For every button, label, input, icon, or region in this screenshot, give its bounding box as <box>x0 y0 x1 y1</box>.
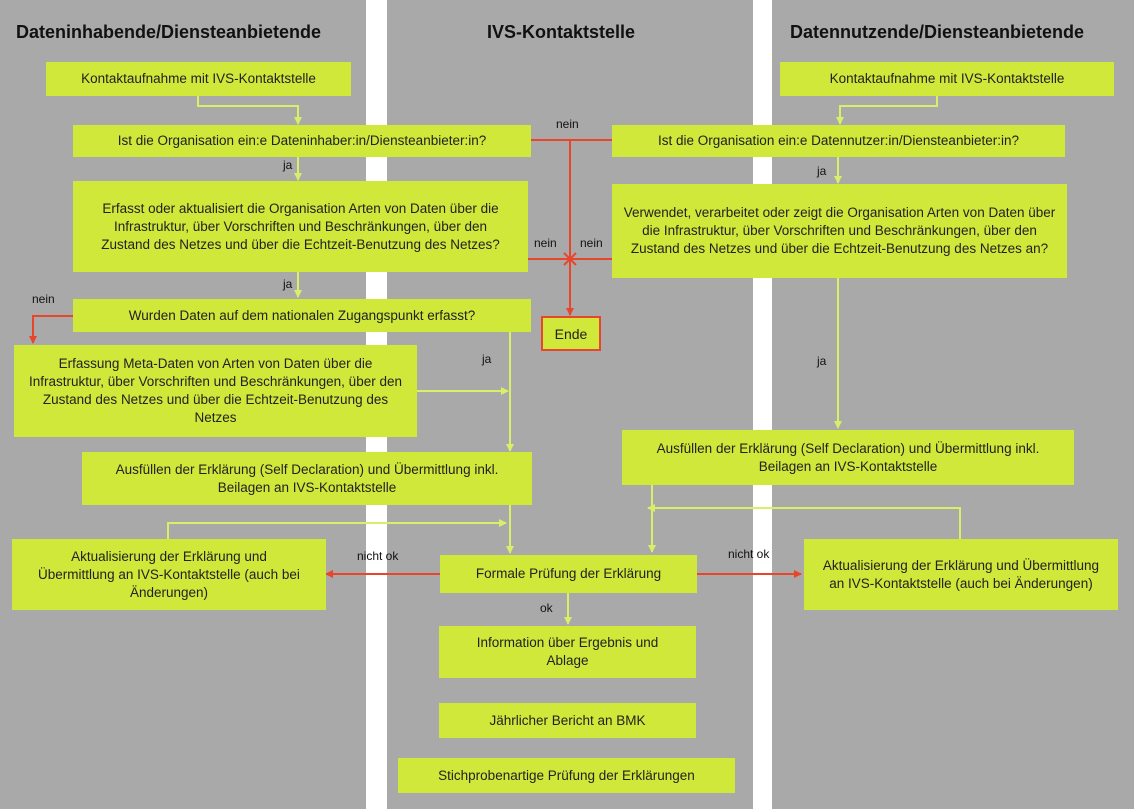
edge-label-yes-right-1: ja <box>817 164 827 178</box>
end-box: Ende <box>541 316 601 351</box>
sample-check-box: Stichprobenartige Prüfung der Erklärunge… <box>398 758 735 793</box>
edge-label-yes-right-2: ja <box>817 354 827 368</box>
declaration-right-box: Ausfüllen der Erklärung (Self Declaratio… <box>622 430 1074 485</box>
nap-question-box: Wurden Daten auf dem nationalen Zugangsp… <box>73 299 531 332</box>
owner-question-box: Ist die Organisation ein:e Dateninhaber:… <box>73 125 531 157</box>
edge-label-no-right-types: nein <box>580 236 603 250</box>
data-types-question-left-box: Erfasst oder aktualisiert die Organisati… <box>73 181 528 272</box>
update-right-box: Aktualisierung der Erklärung und Übermit… <box>804 539 1118 610</box>
edge-label-not-ok-left: nicht ok <box>357 549 399 563</box>
user-question-box: Ist die Organisation ein:e Datennutzer:i… <box>612 125 1065 157</box>
lane-title-right: Datennutzende/Diensteanbietende <box>790 22 1085 42</box>
declaration-left-box: Ausfüllen der Erklärung (Self Declaratio… <box>82 452 532 505</box>
edge-label-no-nap: nein <box>32 292 55 306</box>
edge-label-yes-nap: ja <box>482 352 492 366</box>
edge-label-yes-left-1: ja <box>283 158 293 172</box>
result-box: Information über Ergebnis und Ablage <box>439 626 696 678</box>
data-types-question-right-box: Verwendet, verarbeitet oder zeigt die Or… <box>612 184 1067 278</box>
metadata-box: Erfassung Meta-Daten von Arten von Daten… <box>14 345 417 437</box>
annual-report-box: Jährlicher Bericht an BMK <box>439 703 696 738</box>
edge-label-not-ok-right: nicht ok <box>728 547 770 561</box>
contact-right-box: Kontaktaufnahme mit IVS-Kontaktstelle <box>780 62 1114 96</box>
edge-label-no-top: nein <box>556 117 579 131</box>
update-left-box: Aktualisierung der Erklärung und Übermit… <box>12 539 326 610</box>
edge-label-yes-left-2: ja <box>283 277 293 291</box>
edge-label-no-left-types: nein <box>534 236 557 250</box>
contact-left-box: Kontaktaufnahme mit IVS-Kontaktstelle <box>46 62 351 96</box>
lane-title-left: Dateninhabende/Diensteanbietende <box>16 22 322 42</box>
formal-check-box: Formale Prüfung der Erklärung <box>440 555 697 593</box>
lane-title-middle: IVS-Kontaktstelle <box>487 22 636 42</box>
edge-label-ok: ok <box>540 601 553 615</box>
